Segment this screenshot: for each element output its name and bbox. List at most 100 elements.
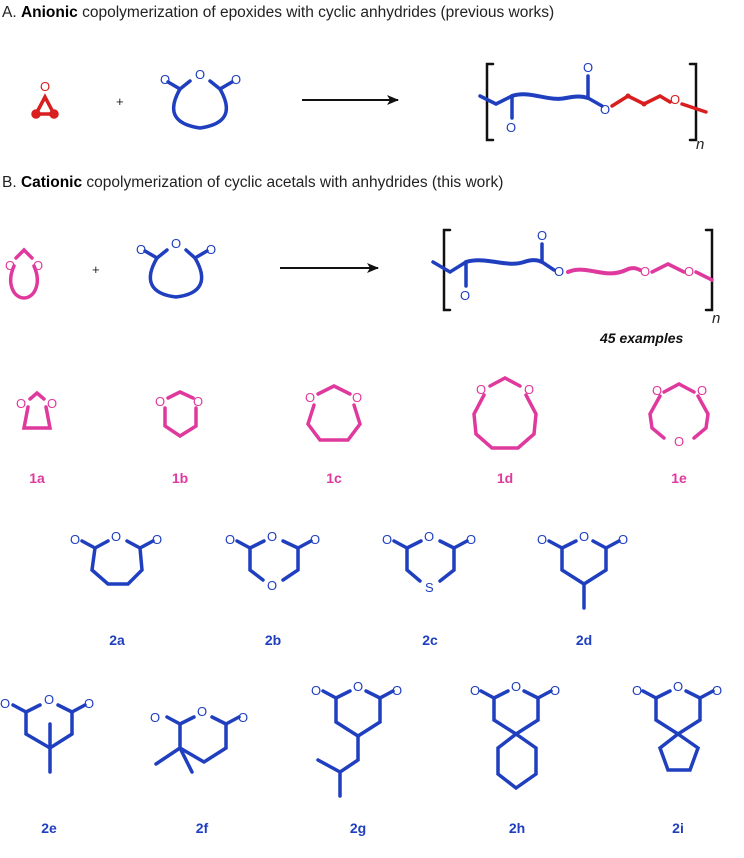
anhydride-2b-o-left: O: [225, 532, 235, 547]
anhydride-2e-o-right: O: [84, 696, 94, 711]
anhydride-2f-structure: O O O: [150, 704, 248, 774]
acetal-1b-o-right: O: [193, 394, 203, 409]
anhydride-b-carbonyl-o-right: O: [206, 242, 216, 257]
product-a-ester-o: O: [600, 102, 610, 117]
section-a-bold: Anionic: [20, 4, 78, 21]
product-a-carbonyl-o-2: O: [583, 60, 593, 75]
anhydride-2g-o-ring: O: [353, 679, 363, 694]
epoxide-structure: O: [31, 79, 59, 119]
compound-label-2a: 2a: [109, 632, 125, 648]
anhydride-2e-structure: O O O: [0, 692, 94, 774]
anhydride-2b-o-right: O: [310, 532, 320, 547]
anhydride-2i-o-left: O: [632, 683, 642, 698]
anhydride-a-carbonyl-o-left: O: [160, 72, 170, 87]
acetal-1e-o-left: O: [652, 383, 662, 398]
acetal-1e-structure: O O O: [648, 382, 710, 449]
anhydride-a-ring-o: O: [195, 67, 205, 82]
anhydride-2g-structure: O O O: [311, 679, 402, 798]
section-a-title: A. Anionic copolymerization of epoxides …: [2, 4, 554, 22]
compound-label-1a: 1a: [29, 470, 45, 486]
anhydride-2i-structure: O O O: [632, 679, 722, 772]
plus-sign-a: +: [116, 94, 124, 109]
anhydride-2h-structure: O O O: [470, 679, 560, 791]
acetal-1a-structure: O O: [16, 390, 57, 430]
compound-label-2f: 2f: [195, 820, 209, 836]
anhydride-2h-o-left: O: [470, 683, 480, 698]
anhydride-b-ring-o: O: [171, 236, 181, 251]
acetal-1d-o-left: O: [476, 382, 486, 397]
anhydride-2i-o-right: O: [712, 683, 722, 698]
section-b-prefix: B.: [2, 174, 21, 191]
product-b-carbonyl-o-2: O: [537, 228, 547, 243]
product-a-ether-o: O: [670, 92, 680, 107]
acetal-1a-o-right: O: [47, 396, 57, 411]
anhydride-2i-o-ring: O: [673, 679, 683, 694]
polyester-product-a: O O O O: [478, 60, 708, 142]
acetal-monomer-o-left: O: [5, 258, 15, 273]
examples-count: 45 examples: [600, 330, 684, 346]
compound-label-1b: 1b: [171, 470, 189, 486]
compound-label-2g: 2g: [349, 820, 367, 836]
compound-label-2d: 2d: [575, 632, 593, 648]
anhydride-2c-o-right: O: [466, 532, 476, 547]
acetal-1e-o-bottom: O: [674, 434, 684, 449]
plus-sign-b: +: [92, 262, 100, 277]
anhydride-a-carbonyl-o-right: O: [231, 72, 241, 87]
anhydride-2d-o-ring: O: [579, 529, 589, 544]
product-a-carbonyl-o-1: O: [506, 120, 516, 135]
acetal-1c-structure: O O: [305, 384, 362, 442]
anhydride-2a-o-left: O: [70, 532, 80, 547]
polyester-product-b: O O O O O: [431, 228, 714, 312]
anhydride-2d-o-left: O: [537, 532, 547, 547]
compound-label-1e: 1e: [671, 470, 687, 486]
section-b-rest: copolymerization of cyclic acetals with …: [82, 174, 504, 191]
anhydride-2c-structure: O O O S: [382, 529, 476, 595]
acetal-1c-o-left: O: [305, 390, 315, 405]
anhydride-2a-o-ring: O: [111, 529, 121, 544]
anhydride-2c-o-left: O: [382, 532, 392, 547]
anhydride-2f-o-ring: O: [197, 704, 207, 719]
acetal-1d-o-right: O: [524, 382, 534, 397]
compound-label-2h: 2h: [508, 820, 526, 836]
acetal-1b-structure: O O: [155, 390, 203, 439]
repeat-subscript-a: n: [696, 136, 705, 153]
compound-label-2e: 2e: [41, 820, 57, 836]
section-b-title: B. Cationic copolymerization of cyclic a…: [2, 174, 503, 192]
acetal-monomer-o-right: O: [33, 258, 43, 273]
compound-label-1d: 1d: [496, 470, 514, 486]
anhydride-2h-o-right: O: [550, 683, 560, 698]
acetal-monomer: O O: [5, 247, 43, 300]
product-b-ester-o: O: [554, 264, 564, 279]
anhydride-2b-o-ring: O: [267, 529, 277, 544]
anhydride-2a-o-right: O: [152, 532, 162, 547]
compound-label-1c: 1c: [326, 470, 342, 486]
anhydride-2c-s-bottom: S: [425, 580, 434, 595]
anhydride-2b-structure: O O O O: [225, 529, 320, 593]
section-a-rest: copolymerization of epoxides with cyclic…: [77, 4, 555, 21]
anhydride-2f-o-left: O: [150, 710, 160, 725]
anhydride-2a-structure: O O O: [70, 529, 162, 586]
product-b-ether-o-1: O: [640, 264, 650, 279]
anhydride-2g-o-right: O: [392, 683, 402, 698]
anhydride-structure-a: O O O: [160, 67, 241, 130]
compound-label-2c: 2c: [422, 632, 438, 648]
anhydride-2c-o-ring: O: [424, 529, 434, 544]
anhydride-b-carbonyl-o-left: O: [136, 242, 146, 257]
compound-label-2b: 2b: [264, 632, 282, 648]
epoxide-oxygen: O: [40, 79, 50, 94]
anhydride-2d-structure: O O O: [537, 529, 628, 610]
section-a-prefix: A.: [2, 4, 21, 21]
anhydride-2g-o-left: O: [311, 683, 321, 698]
anhydride-2b-o-bottom: O: [267, 578, 277, 593]
section-b-bold: Cationic: [20, 174, 83, 191]
acetal-1e-o-right: O: [697, 383, 707, 398]
anhydride-2d-o-right: O: [618, 532, 628, 547]
compound-label-2i: 2i: [672, 820, 684, 836]
acetal-1d-structure: O O: [472, 376, 538, 450]
acetal-1b-o-left: O: [155, 394, 165, 409]
anhydride-structure-b: O O O: [136, 236, 216, 299]
anhydride-2e-o-left: O: [0, 696, 10, 711]
product-b-carbonyl-o-1: O: [460, 288, 470, 303]
